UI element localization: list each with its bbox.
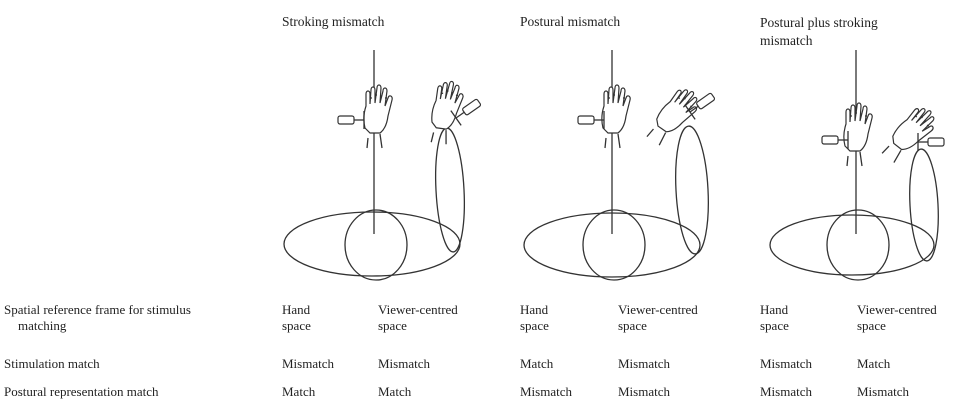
cell-r3-c3: Mismatch [520, 384, 572, 400]
cell-r3-c1: Match [282, 384, 315, 400]
cell-r3-c5: Mismatch [760, 384, 812, 400]
cell-r1-c1: Hand space [282, 302, 332, 334]
cell-r1-c4: Viewer-centred space [618, 302, 728, 334]
cell-r2-c5: Mismatch [760, 356, 812, 372]
figure-postural-plus-stroking-mismatch [770, 50, 944, 280]
row-label-stimulation-match: Stimulation match [4, 356, 100, 372]
cell-r3-c2: Match [378, 384, 411, 400]
cell-r1-c2: Viewer-centred space [378, 302, 488, 334]
row-label-spatial-reference-frame: Spatial reference frame for stimulus mat… [4, 302, 234, 334]
cell-r3-c6: Mismatch [857, 384, 909, 400]
cell-r2-c4: Mismatch [618, 356, 670, 372]
cell-r1-c5: Hand space [760, 302, 810, 334]
cell-r3-c4: Mismatch [618, 384, 670, 400]
cell-r2-c2: Mismatch [378, 356, 430, 372]
figure-postural-mismatch [524, 50, 718, 280]
cell-r2-c6: Match [857, 356, 890, 372]
cell-r1-c6: Viewer-centred space [857, 302, 961, 334]
cell-r1-c3: Hand space [520, 302, 570, 334]
figure-stroking-mismatch [284, 50, 484, 280]
row-label-postural-representation-match: Postural representation match [4, 384, 159, 400]
cell-r2-c3: Match [520, 356, 553, 372]
cell-r2-c1: Mismatch [282, 356, 334, 372]
